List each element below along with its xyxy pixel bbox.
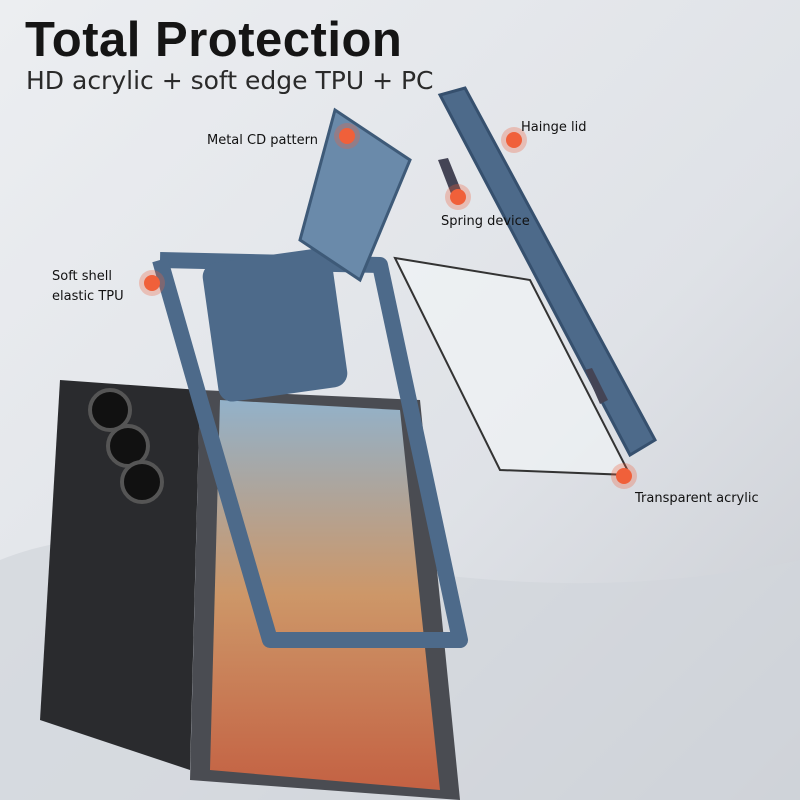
callout-transparent-acrylic: Transparent acrylic [635, 491, 759, 506]
camera-lens-icon [88, 388, 132, 432]
callout-dot [144, 275, 160, 291]
callout-dot [506, 132, 522, 148]
callout-spring-device: Spring device [441, 214, 530, 229]
spring-device [585, 368, 608, 404]
page-title: Total Protection [25, 13, 403, 67]
phone [40, 380, 460, 800]
page-subtitle: HD acrylic + soft edge TPU + PC [26, 66, 434, 95]
callout-dot [339, 128, 355, 144]
hinge-lid [437, 86, 658, 458]
metal-cd-plate [298, 107, 412, 283]
camera-lens-icon [120, 460, 164, 504]
callout-soft-shell: Soft shell elastic TPU [52, 267, 124, 307]
callout-metal-cd-pattern: Metal CD pattern [207, 133, 319, 148]
callout-dot [616, 468, 632, 484]
camera-plate [202, 248, 348, 402]
callout-soft-shell-line1: Soft shell [52, 269, 113, 284]
callout-hinge-lid: Hainge lid [521, 120, 587, 135]
callout-dot [450, 189, 466, 205]
callout-soft-shell-line2: elastic TPU [52, 289, 124, 304]
